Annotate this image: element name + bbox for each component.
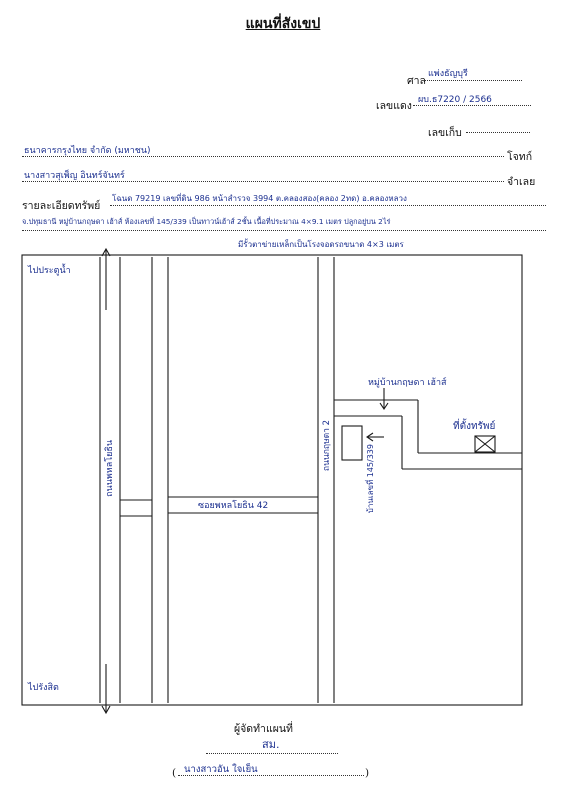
property-line2-field	[22, 220, 546, 231]
court-value: แพ่งธัญบุรี	[428, 69, 468, 79]
court-field	[424, 70, 522, 81]
signature-line	[206, 743, 338, 754]
red-number-label: เลขแดง	[376, 100, 412, 112]
site-label: ที่ตั้งทรัพย์	[453, 421, 496, 432]
red-number-value: ผบ.ธ7220 / 2566	[418, 95, 492, 105]
defendant-label: จำเลย	[507, 176, 536, 188]
defendant-field	[22, 171, 504, 182]
red-number-field	[413, 95, 531, 106]
name-open-paren: (	[172, 767, 177, 779]
soi-label: ซอยพหลโยธิน 42	[198, 501, 269, 511]
page-title: แผนที่สังเขป	[245, 16, 321, 32]
property-label: รายละเอียดทรัพย์	[22, 200, 101, 212]
defendant-value: นางสาวสุเพ็ญ อินทร์จันทร์	[24, 171, 125, 181]
signature: สม.	[262, 738, 280, 751]
file-number-label: เลขเก็บ	[428, 127, 462, 139]
road2-label: ถนนกฤษดา 2	[322, 420, 332, 472]
plaintiff-value: ธนาคารกรุงไทย จำกัด (มหาชน)	[24, 146, 151, 156]
to-rangsit-label: ไปรังสิต	[28, 683, 59, 693]
maker-name: นางสาวอัน ใจเย็น	[184, 764, 258, 775]
plaintiff-field	[22, 146, 504, 157]
target-house-marker	[341, 425, 363, 461]
court-label: ศาล	[407, 75, 426, 87]
main-road-label: ถนนพหลโยธิน	[105, 440, 115, 497]
name-field	[178, 765, 364, 776]
name-close-paren: )	[365, 767, 370, 779]
map-border	[21, 254, 523, 706]
village-label: หมู่บ้านกฤษดา เฮ้าส์	[368, 378, 447, 388]
property-line1-field	[110, 195, 546, 206]
file-number-field	[466, 122, 530, 133]
target-house-label: บ้านเลขที่ 145/339	[366, 444, 375, 514]
property-line3: มีรั้วตาข่ายเหล็กเป็นโรงจอดรถขนาด 4×3 เม…	[238, 240, 404, 249]
map-maker-label: ผู้จัดทำแผนที่	[234, 723, 293, 735]
plaintiff-label: โจทก์	[507, 151, 533, 163]
to-pratunam-label: ไปประตูน้ำ	[28, 266, 71, 276]
site-marker	[474, 435, 496, 453]
property-line1: โฉนด 79219 เลขที่ดิน 986 หน้าสำรวจ 3994 …	[112, 194, 407, 203]
property-line2: จ.ปทุมธานี หมู่บ้านกฤษดา เฮ้าส์ ห้องเลขท…	[22, 217, 391, 226]
